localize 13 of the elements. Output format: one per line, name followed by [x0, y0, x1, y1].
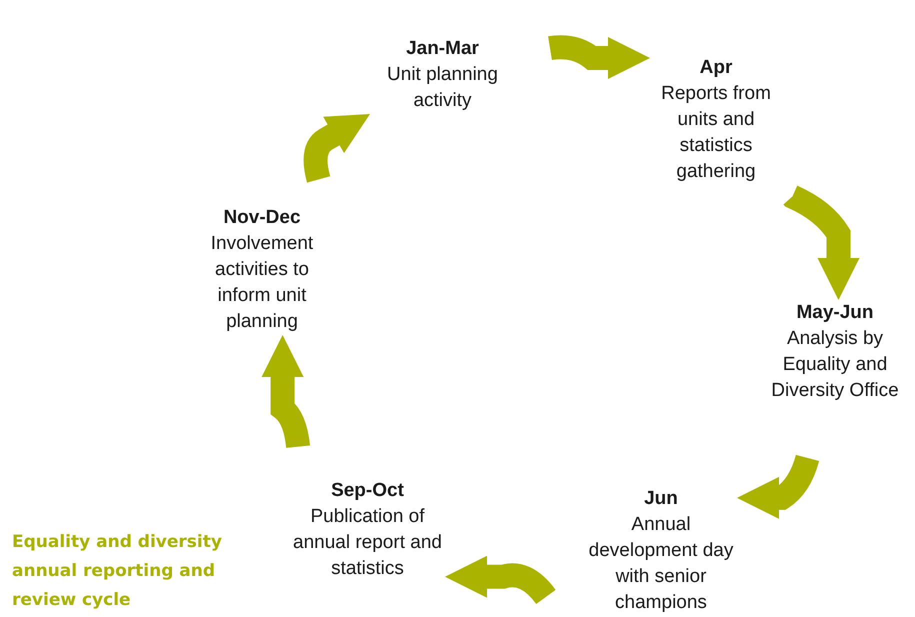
step-description: Involvement activities to inform unit planning [210, 232, 314, 334]
step-description: Annual development day with senior champions [588, 513, 734, 615]
period-heading: Jan-Mar [405, 37, 480, 61]
period-heading: Nov-Dec [222, 206, 302, 230]
step-description: Unit planning activity [386, 63, 499, 113]
step-description: Analysis by Equality and Diversity Office [770, 327, 900, 403]
step-description: Reports from units and statistics gathering [660, 82, 772, 184]
diagram-caption: Equality and diversity annual reporting and review cycle [12, 531, 223, 612]
period-heading: Jun [643, 487, 679, 511]
step-description: Publication of annual report and statistics [292, 505, 443, 581]
period-heading: Sep-Oct [330, 479, 405, 503]
period-heading: May-Jun [795, 301, 875, 325]
period-heading: Apr [698, 56, 734, 80]
